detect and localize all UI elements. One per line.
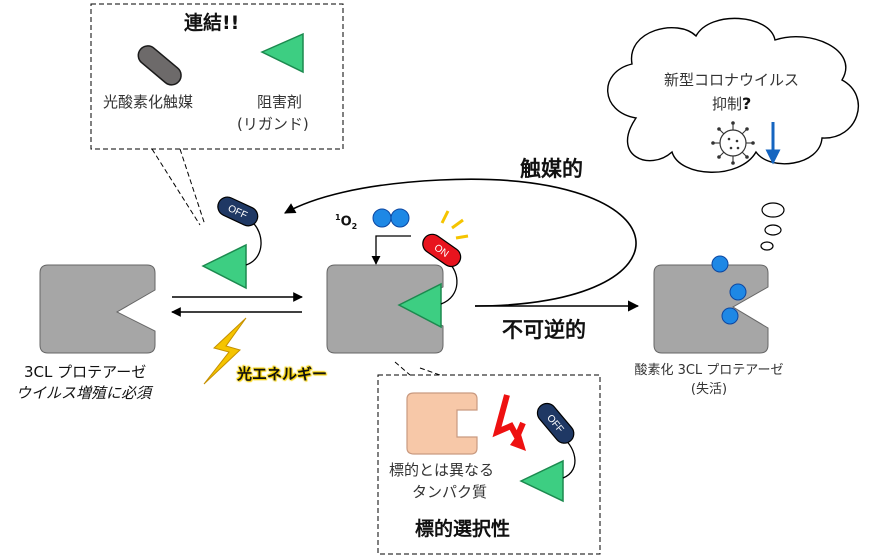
- oxidation-site-1: [711, 255, 729, 273]
- ligand-label: (リガンド): [237, 115, 309, 133]
- irreversible-label: 不可逆的: [502, 318, 586, 342]
- bubble-dot-small: [760, 241, 774, 251]
- linker-line-free: [245, 221, 262, 266]
- selectivity-arrow-icon: [492, 394, 526, 444]
- selectivity-title: 標的選択性: [415, 518, 511, 540]
- protease-shape-middle: [326, 264, 444, 354]
- photocatalyst-icon: [137, 45, 182, 86]
- ligand-triangle-free: [201, 243, 247, 290]
- on-catalyst-bound: [422, 233, 462, 268]
- protease-shape-oxidized: [653, 264, 769, 354]
- ligand-triangle-icon: [260, 32, 304, 74]
- oxidized-name: 酸素化 3CL プロテアーゼ: [634, 363, 784, 378]
- other-protein-label-2: タンパク質: [412, 483, 488, 501]
- singlet-oxygen-symbol: O: [340, 214, 352, 230]
- thought-bubble: [607, 17, 860, 173]
- singlet-oxygen-label: 1O2: [335, 214, 357, 231]
- light-energy-label: 光エネルギー: [237, 365, 328, 383]
- inhibition-line: 抑制?: [712, 96, 751, 112]
- covid-label: 新型コロナウイルス: [664, 71, 800, 89]
- ligand-triangle-bound: [397, 282, 442, 329]
- catalytic-cycle-arrow: [284, 178, 637, 307]
- inhibition-label: 抑制: [712, 95, 743, 113]
- callout-pointer-bottom-2: [419, 367, 441, 376]
- virus-icon: [711, 121, 755, 165]
- link-title: 連結!!: [184, 12, 240, 34]
- catalytic-label: 触媒的: [520, 157, 583, 181]
- photocatalyst-label: 光酸素化触媒: [103, 93, 194, 111]
- oxidized-state: (失活): [690, 382, 728, 397]
- protease-name: 3CL プロテアーゼ: [24, 363, 147, 381]
- off-catalyst-free: [217, 196, 259, 227]
- inhibitor-label: 阻害剤: [257, 93, 303, 111]
- bubble-dot-large: [761, 202, 785, 218]
- oxygen-transfer-arrow: [371, 235, 411, 265]
- selectivity-arrowhead: [510, 431, 526, 451]
- off-catalyst-bottom: [536, 402, 575, 444]
- other-protein-shape: [406, 392, 478, 455]
- oxygen-atom-2: [390, 208, 410, 228]
- callout-box-top: [90, 3, 344, 150]
- singlet-oxygen-sup: 1: [335, 213, 341, 222]
- oxygen-atom-1: [372, 208, 392, 228]
- question-mark: ?: [742, 94, 752, 113]
- protease-role: ウイルス増殖に必須: [16, 384, 152, 402]
- callout-pointer-right: [179, 148, 206, 226]
- activation-rays-icon: [440, 210, 469, 240]
- lightning-bolt-icon: [203, 317, 247, 385]
- ligand-triangle-bottom: [519, 459, 564, 503]
- oxidation-site-3: [721, 307, 739, 325]
- bubble-dot-medium: [764, 224, 782, 236]
- protease-shape-left: [39, 264, 156, 354]
- other-protein-label-1: 標的とは異なる: [389, 461, 495, 479]
- singlet-oxygen-sub: 2: [351, 221, 358, 231]
- oxidation-site-2: [729, 283, 747, 301]
- callout-pointer-left: [151, 148, 201, 226]
- callout-pointer-bottom: [394, 361, 411, 376]
